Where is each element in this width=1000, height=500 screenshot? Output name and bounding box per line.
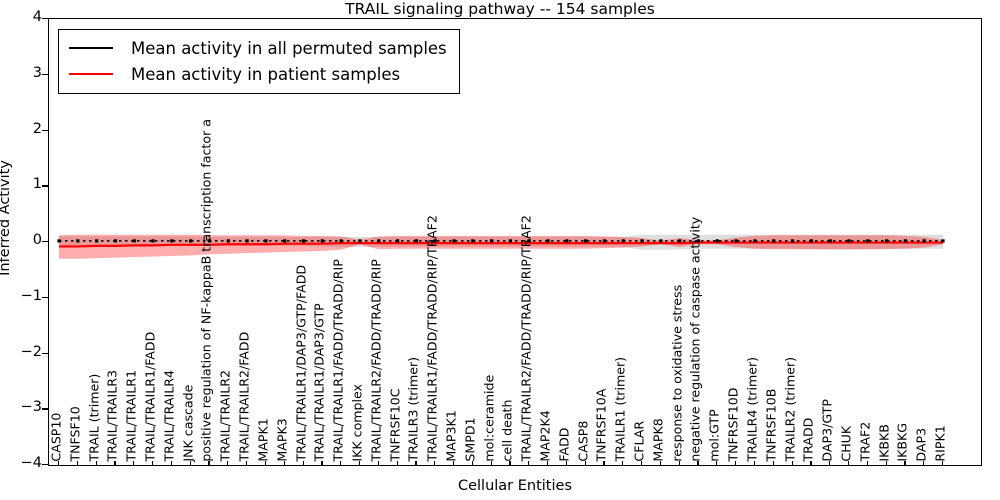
permuted-mean-marker: [941, 239, 945, 243]
y-tick-label: −2: [20, 343, 42, 360]
permuted-mean-marker: [753, 239, 757, 243]
permuted-mean-marker: [207, 239, 212, 243]
permuted-mean-marker: [828, 239, 832, 243]
permuted-mean-marker: [790, 239, 795, 243]
patient-confidence-band: [59, 234, 943, 259]
permuted-mean-marker: [95, 239, 99, 243]
permuted-mean-marker: [264, 239, 268, 243]
y-tick-mark: [42, 129, 48, 131]
permuted-mean-marker: [602, 239, 607, 243]
permuted-mean-marker: [584, 239, 588, 243]
permuted-mean-marker: [433, 239, 437, 243]
permuted-mean-marker: [151, 239, 155, 243]
permuted-mean-marker: [922, 239, 926, 243]
legend-item: Mean activity in patient samples: [69, 61, 447, 87]
permuted-mean-marker: [57, 239, 61, 243]
permuted-mean-marker: [113, 239, 118, 243]
y-tick-mark: [42, 296, 48, 299]
permuted-mean-marker: [903, 239, 907, 243]
permuted-mean-marker: [395, 239, 400, 243]
permuted-mean-marker: [866, 239, 870, 243]
plot-svg: [57, 234, 945, 259]
y-tick-label: 1: [32, 176, 42, 193]
y-tick-label: −4: [20, 455, 42, 471]
permuted-mean-marker: [527, 239, 531, 243]
y-tick-mark: [42, 73, 48, 76]
permuted-mean-marker: [772, 239, 776, 243]
y-tick-label: 4: [32, 9, 42, 25]
permuted-mean-marker: [715, 239, 719, 243]
permuted-mean-marker: [452, 239, 456, 243]
permuted-mean-marker: [283, 239, 287, 243]
permuted-mean-marker: [884, 239, 889, 243]
y-axis-tick-labels: 4 3 2 1 0 −1 −2 −3 −4: [0, 10, 48, 470]
permuted-mean-marker: [565, 239, 569, 243]
y-tick-label: −3: [20, 399, 42, 416]
legend-item: Mean activity in all permuted samples: [69, 35, 447, 61]
permuted-mean-marker: [640, 239, 644, 243]
permuted-mean-marker: [847, 239, 851, 243]
permuted-mean-marker: [245, 239, 249, 243]
y-axis-label: Inferred Activity: [0, 160, 13, 276]
y-tick-label: 2: [32, 120, 42, 137]
permuted-mean-marker: [76, 239, 80, 243]
chart-title: TRAIL signaling pathway -- 154 samples: [345, 0, 655, 18]
permuted-mean-marker: [358, 239, 362, 243]
legend-label-patient: Mean activity in patient samples: [131, 64, 401, 84]
permuted-mean-marker: [414, 239, 418, 243]
y-tick-mark: [42, 241, 48, 243]
permuted-mean-marker: [621, 239, 625, 243]
permuted-mean-marker: [170, 239, 174, 243]
permuted-mean-marker: [508, 239, 512, 243]
permuted-mean-marker: [678, 239, 682, 243]
permuted-mean-marker: [189, 239, 193, 243]
chart-legend: Mean activity in all permuted samples Me…: [58, 29, 460, 94]
permuted-mean-marker: [226, 239, 230, 243]
permuted-mean-marker: [471, 239, 475, 243]
legend-swatch-permuted: [69, 47, 113, 49]
y-tick-label: 3: [32, 64, 42, 81]
permuted-mean-marker: [734, 239, 738, 243]
permuted-mean-marker: [546, 239, 550, 243]
y-tick-mark: [42, 464, 48, 466]
permuted-mean-marker: [301, 239, 306, 243]
legend-swatch-patient: [69, 73, 113, 75]
x-axis-label: Cellular Entities: [457, 478, 573, 494]
y-tick-mark: [42, 185, 48, 187]
permuted-mean-marker: [659, 239, 663, 243]
y-tick-mark: [42, 352, 48, 354]
y-tick-label: 0: [32, 232, 42, 248]
permuted-mean-marker: [377, 239, 381, 243]
permuted-mean-marker: [809, 239, 813, 243]
permuted-mean-marker: [339, 239, 343, 243]
y-tick-mark: [42, 408, 48, 410]
permuted-mean-marker: [132, 239, 136, 243]
permuted-mean-marker: [320, 239, 324, 243]
permuted-mean-marker: [490, 239, 494, 243]
y-tick-label: −1: [20, 287, 42, 304]
legend-label-permuted: Mean activity in all permuted samples: [131, 38, 447, 58]
permuted-mean-marker: [696, 239, 701, 243]
y-tick-mark: [42, 18, 48, 20]
patient-mean-line: [59, 241, 943, 248]
